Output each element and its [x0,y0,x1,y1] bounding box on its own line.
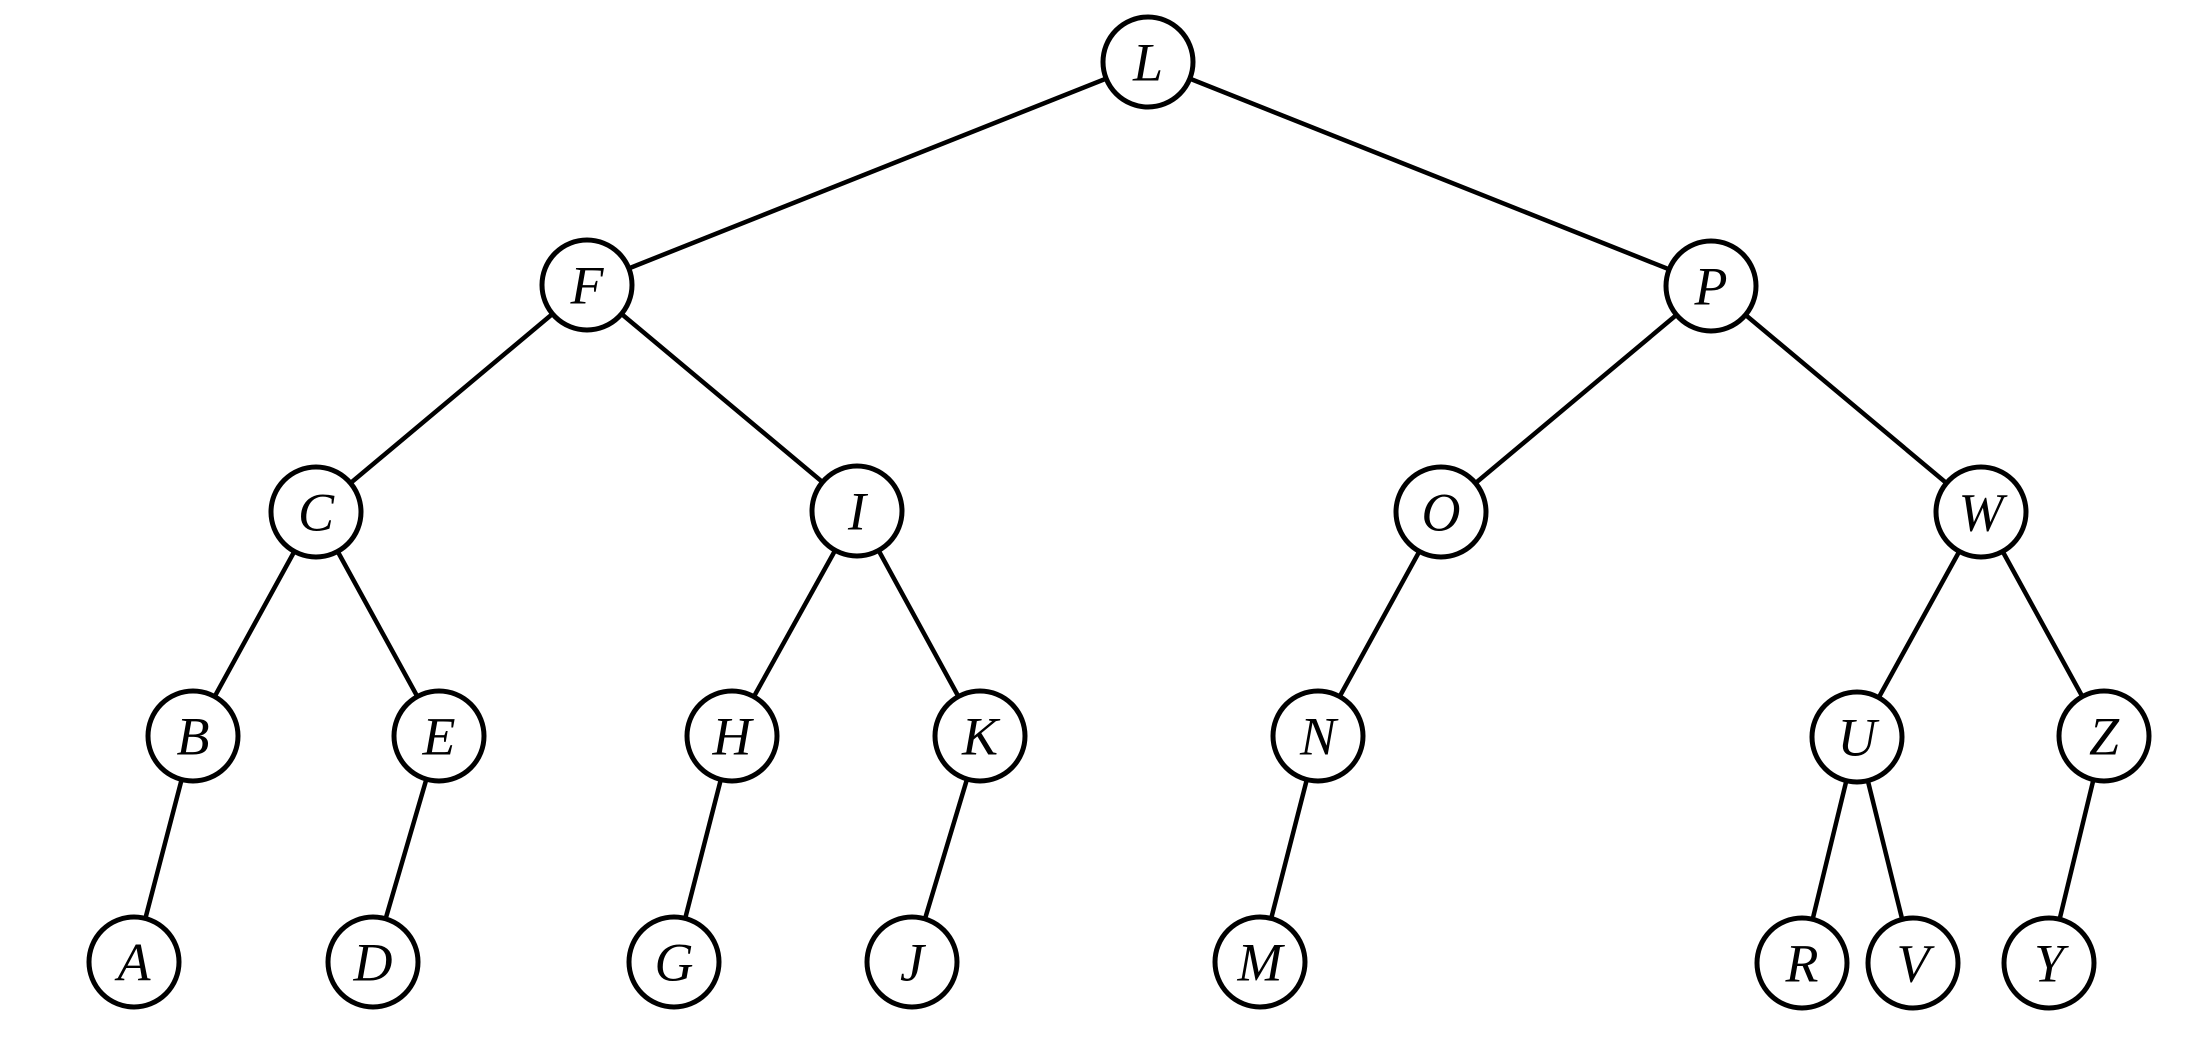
node-circle-V [1865,915,1961,1011]
tree-edge-P-W [1709,284,1983,514]
node-label-C: C [298,482,335,542]
node-label-E: E [422,706,456,766]
tree-node-R: R [1754,915,1850,1011]
node-circle-B [145,688,241,784]
node-label-H: H [712,706,755,766]
node-circle-M [1212,914,1308,1010]
node-label-P: P [1694,256,1728,316]
node-circle-Y [2001,915,2097,1011]
node-label-F: F [570,255,605,315]
node-label-K: K [961,706,1001,766]
tree-node-B: B [145,688,241,784]
node-label-D: D [353,932,393,992]
tree-node-A: A [86,914,182,1010]
node-label-A: A [115,932,152,992]
node-circle-G [626,914,722,1010]
node-circle-W [1933,464,2029,560]
node-circle-I [809,463,905,559]
node-circle-O [1393,464,1489,560]
tree-node-G: G [626,914,722,1010]
node-label-W: W [1959,482,2009,542]
tree-node-O: O [1393,464,1489,560]
tree-node-Y: Y [2001,915,2097,1011]
node-circle-R [1754,915,1850,1011]
node-circle-H [684,688,780,784]
node-label-V: V [1897,933,1936,993]
tree-node-P: P [1663,238,1759,334]
node-label-G: G [655,932,694,992]
tree-node-N: N [1270,688,1366,784]
node-label-B: B [177,706,210,766]
node-label-N: N [1299,706,1339,766]
node-circle-K [932,688,1028,784]
node-label-U: U [1838,707,1880,767]
tree-node-Z: Z [2056,688,2152,784]
node-circle-U [1809,689,1905,785]
tree-node-J: J [864,914,960,1010]
tree-edge-F-C [314,283,589,514]
tree-edges [131,59,2107,964]
node-circle-C [268,464,364,560]
tree-node-V: V [1865,915,1961,1011]
tree-edge-L-F [586,59,1149,288]
node-circle-E [391,688,487,784]
tree-edge-F-I [585,283,859,513]
node-circle-J [864,914,960,1010]
node-label-Y: Y [2034,933,2069,993]
node-circle-A [86,914,182,1010]
node-label-L: L [1132,32,1163,92]
node-circle-N [1270,688,1366,784]
node-label-O: O [1422,482,1461,542]
node-label-I: I [847,481,869,541]
tree-node-F: F [539,237,635,333]
tree-node-D: D [325,914,421,1010]
node-circle-L [1100,14,1196,110]
node-circle-F [539,237,635,333]
node-circle-Z [2056,688,2152,784]
tree-node-H: H [684,688,780,784]
tree-node-K: K [932,688,1028,784]
node-label-R: R [1785,933,1819,993]
node-label-M: M [1237,932,1286,992]
tree-node-I: I [809,463,905,559]
tree-node-E: E [391,688,487,784]
node-label-Z: Z [2089,706,2120,766]
node-circle-P [1663,238,1759,334]
tree-node-U: U [1809,689,1905,785]
tree-node-C: C [268,464,364,560]
tree-node-L: L [1100,14,1196,110]
tree-edge-L-P [1147,59,1712,289]
node-label-J: J [900,932,927,992]
tree-node-W: W [1933,464,2029,560]
tree-node-M: M [1212,914,1308,1010]
tree-edge-P-O [1439,284,1713,514]
node-circle-D [325,914,421,1010]
tree-nodes: L F P C I O W B E H K N U Z A D G J M R V Y [86,14,2152,1011]
